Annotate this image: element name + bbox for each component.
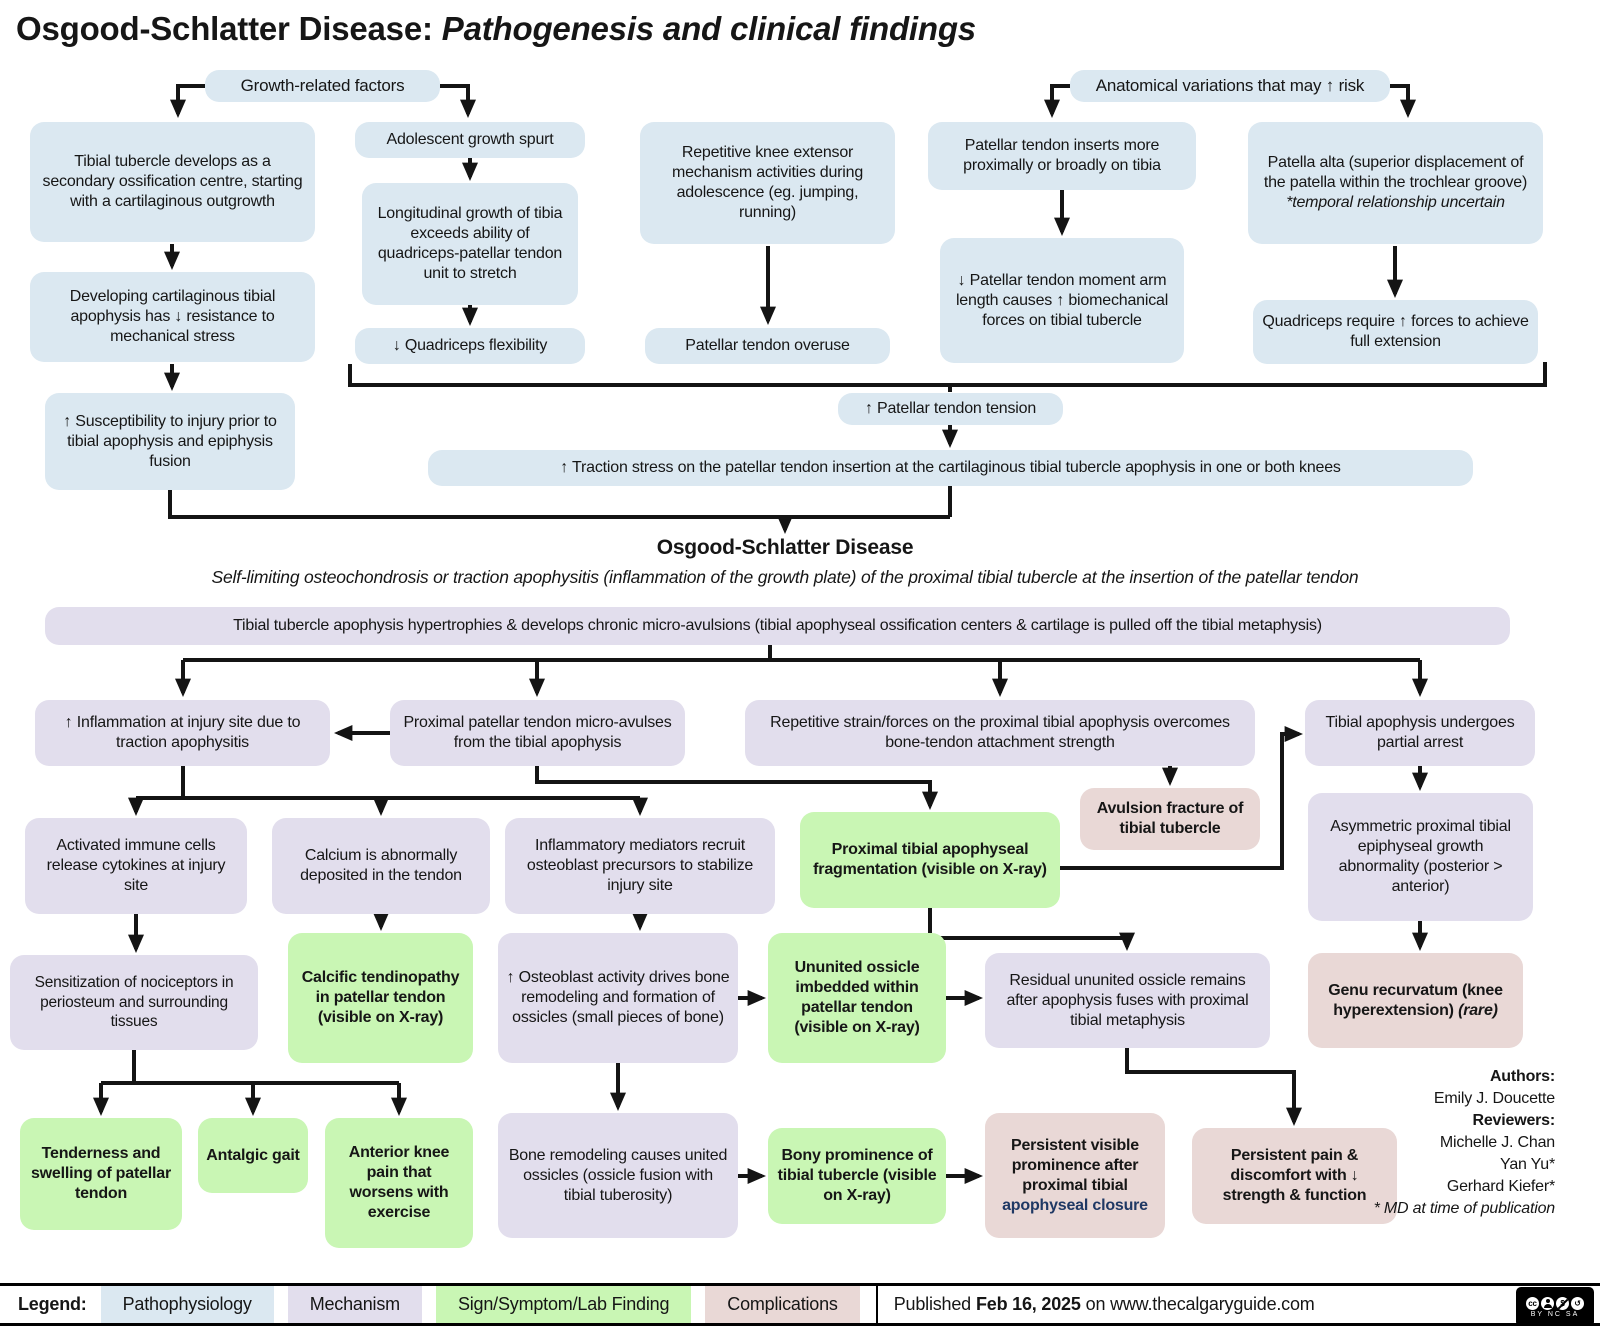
box-partial-arrest: Tibial apophysis undergoes partial arres… — [1305, 700, 1535, 766]
disease-subtitle: Self-limiting osteochondrosis or tractio… — [211, 567, 1359, 587]
box-traction-stress: ↑ Traction stress on the patellar tendon… — [428, 450, 1473, 486]
published-site: on www.thecalgaryguide.com — [1085, 1294, 1315, 1314]
cc-license-text: BY NC SA — [1530, 1310, 1580, 1318]
legend-item-pathophysiology: Pathophysiology — [100, 1286, 274, 1323]
patella-alta-text: Patella alta (superior displacement of t… — [1263, 154, 1528, 191]
box-persistent-visible-prominence: Persistent visible prominence after prox… — [985, 1113, 1165, 1238]
box-residual-ossicle: Residual ununited ossicle remains after … — [985, 953, 1270, 1048]
box-anterior-knee-pain: Anterior knee pain that worsens with exe… — [325, 1118, 473, 1248]
persistent-prominence-text: Persistent visible prominence after prox… — [1010, 1136, 1140, 1194]
reviewer-name: Gerhard Kiefer* — [1446, 1178, 1555, 1196]
legend-item-complications: Complications — [705, 1286, 860, 1323]
cc-by-icon — [1541, 1296, 1554, 1310]
author-name: Emily J. Doucette — [1433, 1090, 1555, 1108]
box-tendon-inserts-proximally: Patellar tendon inserts more proximally … — [928, 122, 1196, 190]
box-patella-alta: Patella alta (superior displacement of t… — [1248, 122, 1543, 244]
disease-heading: Osgood-Schlatter Disease — [656, 536, 914, 559]
box-adolescent-growth-spurt: Adolescent growth spurt — [355, 122, 585, 158]
genu-recurvatum-text: Genu recurvatum (knee hyperextension) — [1328, 981, 1503, 1019]
legend-item-mechanism: Mechanism — [287, 1286, 422, 1323]
box-inflammatory-mediators: Inflammatory mediators recruit osteoblas… — [505, 818, 775, 914]
box-bony-prominence: Bony prominence of tibial tubercle (visi… — [768, 1128, 946, 1224]
page-title-subtitle: Pathogenesis and clinical findings — [441, 10, 976, 47]
page-title-main: Osgood-Schlatter Disease: — [16, 10, 433, 47]
box-longitudinal-growth: Longitudinal growth of tibia exceeds abi… — [362, 183, 578, 305]
reviewer-name: Yan Yu* — [1500, 1156, 1555, 1174]
box-susceptibility-to-injury: ↑ Susceptibility to injury prior to tibi… — [45, 393, 295, 490]
authors-label: Authors: — [1489, 1068, 1555, 1085]
box-apophysis-hypertrophies: Tibial tubercle apophysis hypertrophies … — [45, 607, 1510, 645]
legend-item-sign-symptom: Sign/Symptom/Lab Finding — [435, 1286, 692, 1323]
published-line: Published Feb 16, 2025 on www.thecalgary… — [878, 1286, 1315, 1323]
box-tibial-tubercle-develops: Tibial tubercle develops as a secondary … — [30, 122, 315, 242]
box-inflammation-at-injury-site: ↑ Inflammation at injury site due to tra… — [35, 700, 330, 766]
box-developing-apophysis: Developing cartilaginous tibial apophysi… — [30, 272, 315, 362]
genu-recurvatum-rare: (rare) — [1458, 1001, 1498, 1019]
box-activated-immune-cells: Activated immune cells release cytokines… — [25, 818, 247, 914]
box-micro-avulses: Proximal patellar tendon micro-avulses f… — [390, 700, 685, 766]
page-title: Osgood-Schlatter Disease:Pathogenesis an… — [16, 10, 976, 48]
box-antalgic-gait: Antalgic gait — [198, 1118, 308, 1193]
legend-bar: Legend: Pathophysiology Mechanism Sign/S… — [0, 1283, 1600, 1326]
box-asymmetric-growth: Asymmetric proximal tibial epiphyseal gr… — [1308, 793, 1533, 921]
legend-label: Legend: — [18, 1294, 87, 1314]
box-ununited-ossicle: Ununited ossicle imbedded within patella… — [768, 933, 946, 1063]
box-repetitive-strain-forces: Repetitive strain/forces on the proximal… — [745, 700, 1255, 766]
cc-nc-icon: $ — [1556, 1296, 1569, 1310]
published-date: Feb 16, 2025 — [975, 1294, 1081, 1314]
box-bone-remodeling: Bone remodeling causes united ossicles (… — [498, 1113, 738, 1238]
box-apophyseal-fragmentation: Proximal tibial apophyseal fragmentation… — [800, 812, 1060, 908]
box-quadriceps-require-forces: Quadriceps require ↑ forces to achieve f… — [1253, 300, 1538, 364]
cc-sa-icon: ↺ — [1571, 1296, 1584, 1310]
box-avulsion-fracture: Avulsion fracture of tibial tubercle — [1080, 788, 1260, 850]
header-growth-related-factors: Growth-related factors — [205, 70, 440, 102]
box-tenderness-swelling: Tenderness and swelling of patellar tend… — [20, 1118, 182, 1230]
box-patellar-tendon-overuse: Patellar tendon overuse — [645, 328, 890, 364]
box-osteoblast-activity: ↑ Osteoblast activity drives bone remode… — [498, 933, 738, 1063]
reviewers-label: Reviewers: — [1472, 1112, 1556, 1130]
box-persistent-pain: Persistent pain & discomfort with ↓ stre… — [1192, 1128, 1397, 1224]
cc-icon: cc — [1526, 1296, 1539, 1310]
box-calcium-deposited: Calcium is abnormally deposited in the t… — [272, 818, 490, 914]
reviewer-name: Michelle J. Chan — [1439, 1134, 1555, 1152]
box-moment-arm-length: ↓ Patellar tendon moment arm length caus… — [940, 238, 1184, 363]
box-repetitive-knee-extensor: Repetitive knee extensor mechanism activ… — [640, 122, 895, 244]
published-pre: Published — [893, 1294, 971, 1314]
box-quadriceps-flexibility: ↓ Quadriceps flexibility — [355, 328, 585, 364]
apophyseal-closure-text: apophyseal closure — [1002, 1196, 1148, 1214]
box-genu-recurvatum: Genu recurvatum (knee hyperextension) (r… — [1308, 953, 1523, 1048]
header-anatomical-variations: Anatomical variations that may ↑ risk — [1070, 70, 1390, 102]
md-footnote: * MD at time of publication — [1373, 1200, 1556, 1218]
box-sensitization-nociceptors: Sensitization of nociceptors in perioste… — [10, 955, 258, 1050]
box-patellar-tendon-tension: ↑ Patellar tendon tension — [838, 393, 1063, 425]
box-calcific-tendinopathy: Calcific tendinopathy in patellar tendon… — [288, 933, 473, 1063]
cc-license-badge: cc $ ↺ BY NC SA — [1516, 1287, 1594, 1326]
credits-block: Authors: Emily J. Doucette Reviewers: Mi… — [1180, 1066, 1556, 1221]
patella-alta-note: *temporal relationship uncertain — [1286, 194, 1505, 211]
legend-divider — [875, 1286, 878, 1323]
